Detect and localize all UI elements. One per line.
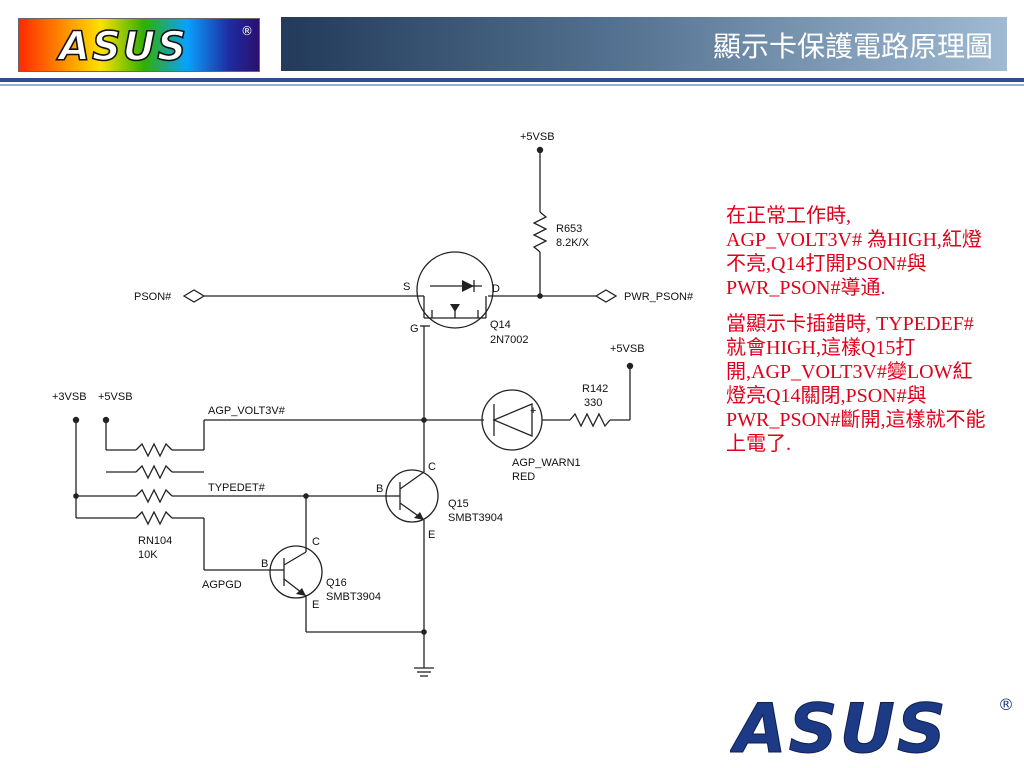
r653-value: 8.2K/X — [556, 237, 590, 249]
agp-warn1-label: AGP_WARN1 — [512, 457, 581, 469]
typedet-label: TYPEDET# — [208, 482, 266, 494]
asus-logo-header: ASUS ® — [18, 18, 260, 72]
led-color-label: RED — [512, 471, 535, 483]
q15-transistor — [385, 469, 439, 523]
note-wrong-card: 當顯示卡插錯時, TYPEDEF#就會HIGH,這樣Q15打開,AGP_VOLT… — [726, 313, 986, 455]
page-title: 顯示卡保護電路原理圖 — [712, 30, 993, 63]
header-rule — [0, 78, 1024, 82]
asus-logo-footer: ASUS ® — [730, 690, 1014, 765]
r142-resistor — [569, 412, 611, 428]
explanation-notes: 在正常工作時, AGP_VOLT3V# 為HIGH,紅燈不亮,Q14打開PSON… — [726, 204, 991, 468]
rn104-resistor-3 — [135, 488, 173, 504]
q16-transistor — [269, 545, 323, 599]
vsb5-left-terminal — [102, 416, 110, 424]
pwr-pson-connector — [594, 289, 618, 303]
q15-collector-label: C — [428, 461, 436, 473]
pwr-pson-label: PWR_PSON# — [624, 291, 694, 303]
q14-mosfet — [416, 251, 494, 329]
vsb5-left-label: +5VSB — [98, 391, 133, 403]
pson-label: PSON# — [134, 291, 172, 303]
rn104-value: 10K — [138, 549, 158, 561]
q15-emitter-label: E — [428, 529, 435, 541]
header-rule-thin — [0, 84, 1024, 86]
agp-volt3v-label: AGP_VOLT3V# — [208, 405, 286, 417]
circuit-schematic: +5VSB R653 8.2K/X PSON# PWR_PSON# S D G … — [52, 131, 694, 677]
vsb5-top-terminal — [536, 146, 544, 154]
agpgd-label: AGPGD — [202, 579, 242, 591]
q16-label: Q16 — [326, 577, 347, 589]
q16-part-label: SMBT3904 — [326, 591, 381, 603]
q16-collector-label: C — [312, 536, 320, 548]
vsb5-right-terminal — [626, 362, 634, 370]
rn104-resistor-2 — [135, 464, 173, 480]
asus-logo-text: ASUS — [56, 24, 188, 70]
note-normal-operation: 在正常工作時, AGP_VOLT3V# 為HIGH,紅燈不亮,Q14打開PSON… — [726, 205, 982, 299]
q14-source-label: S — [403, 281, 410, 293]
r653-label: R653 — [556, 223, 582, 235]
r142-label: R142 — [582, 383, 608, 395]
vsb5-top-label: +5VSB — [520, 131, 555, 143]
r653-resistor — [532, 211, 548, 253]
q15-label: Q15 — [448, 498, 469, 510]
vsb3-left-terminal — [72, 416, 80, 424]
registered-mark: ® — [241, 24, 253, 38]
footer-registered-mark: ® — [998, 695, 1014, 714]
vsb3-left-label: +3VSB — [52, 391, 87, 403]
q14-part-label: 2N7002 — [490, 334, 529, 346]
vsb5-right-label: +5VSB — [610, 343, 645, 355]
q16-base-label: B — [261, 558, 268, 570]
q14-label: Q14 — [490, 319, 511, 331]
footer-logo-text: ASUS — [730, 690, 948, 764]
q15-base-label: B — [376, 483, 383, 495]
r142-value: 330 — [584, 397, 602, 409]
agp-warn1-led — [481, 389, 543, 451]
led-plus-label: + — [530, 405, 536, 417]
rn104-resistor-4 — [135, 510, 173, 526]
rn104-resistor-1 — [135, 442, 173, 458]
q15-part-label: SMBT3904 — [448, 512, 503, 524]
pson-connector — [182, 289, 206, 303]
q16-emitter-label: E — [312, 599, 319, 611]
q14-drain-label: D — [492, 283, 500, 295]
rn104-label: RN104 — [138, 535, 172, 547]
title-bar: 顯示卡保護電路原理圖 — [281, 17, 1007, 71]
q14-gate-label: G — [410, 323, 419, 335]
